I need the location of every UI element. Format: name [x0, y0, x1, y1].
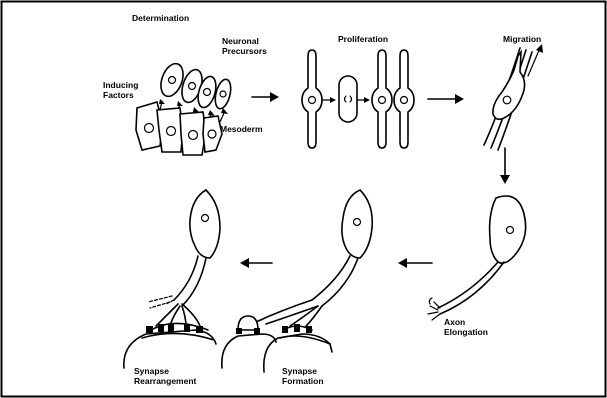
neuronal-precursors-label-line2: Precursors [222, 46, 267, 56]
neuronal-precursors-label: Neuronal [222, 36, 259, 46]
axon-elongation-panel: Axon Elongation [428, 196, 526, 337]
proliferation-title: Proliferation [338, 34, 388, 44]
proliferation-panel: Proliferation [302, 34, 414, 148]
synapse-formation-label: Synapse [282, 366, 317, 376]
synapse-formation-panel: Synapse Formation [222, 190, 372, 386]
axon-elongation-label: Axon [444, 317, 465, 327]
determination-title: Determination [132, 13, 189, 23]
synapse-rearrangement-label: Synapse [134, 366, 169, 376]
mesoderm-cells [136, 102, 222, 155]
precursor-cells [157, 61, 234, 111]
determination-panel: Determination Neuronal Precursors Induci… [103, 13, 267, 155]
arrow-to-synapse-formation [398, 258, 432, 268]
axon-elongation-label-line2: Elongation [444, 327, 488, 337]
synapse-formation-label-line2: Formation [282, 376, 324, 386]
synapse-rearrangement-panel: Synapse Rearrangement [124, 190, 220, 386]
arrow-to-proliferation [252, 92, 279, 102]
arrow-to-axon-elongation [500, 148, 510, 184]
synapse-rearrangement-label-line2: Rearrangement [134, 376, 197, 386]
migration-panel: Migration [484, 34, 543, 150]
arrow-to-migration [428, 94, 464, 104]
inducing-factors-label: Inducing [103, 80, 138, 90]
migration-title: Migration [503, 34, 541, 44]
inducing-factors-label-line2: Factors [103, 90, 134, 100]
mesoderm-label: Mesoderm [220, 124, 263, 134]
arrow-to-synapse-rearrangement [240, 258, 272, 268]
